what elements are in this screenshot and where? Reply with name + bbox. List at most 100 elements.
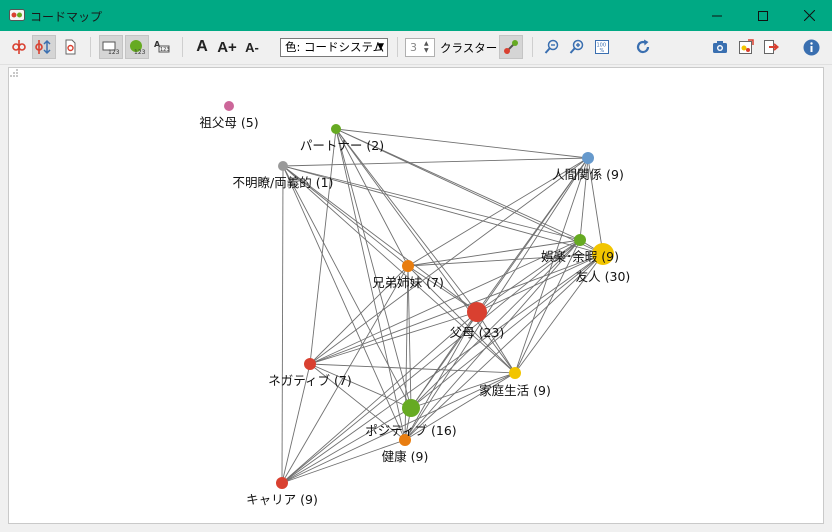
font-normal-button[interactable]: A [192,35,212,59]
edge-partner-friends[interactable] [335,128,604,255]
edge-homelife-positive[interactable] [410,372,516,409]
edge-negative-positive[interactable] [309,363,412,409]
node-label-career[interactable]: キャリア (9) [246,492,318,507]
node-parents[interactable] [467,302,487,322]
edge-health-career[interactable] [281,439,406,484]
edge-relations-homelife[interactable] [514,157,589,374]
zoom-out-button[interactable] [541,35,563,59]
edge-siblings-homelife[interactable] [407,265,516,374]
font-increase-button[interactable]: A+ [216,35,238,59]
edge-relations-friends[interactable] [587,157,604,255]
edge-unclear-health[interactable] [282,165,406,441]
edge-partner-health[interactable] [335,128,406,441]
node-label-positive[interactable]: ポジティブ (16) [365,423,456,438]
edge-parents-health[interactable] [404,311,478,441]
code-map-graph[interactable]: 祖父母 (5) パートナー (2) 不明瞭/両義的 (1) 人間関係 (9) 娯楽･余暇… [9,68,823,523]
screenshot-button[interactable] [709,35,731,59]
refresh-button[interactable] [632,35,654,59]
edge-siblings-career[interactable] [281,265,409,484]
cluster-count-stepper[interactable]: 3 ▲▼ [405,38,435,57]
edge-partner-homelife[interactable] [335,128,516,374]
label-numbers-button[interactable]: 123 [99,35,123,59]
edge-friends-career[interactable] [281,253,604,484]
edge-negative-homelife[interactable] [309,363,516,374]
node-size-button[interactable]: 123 [125,35,149,59]
edge-homelife-career[interactable] [281,372,516,484]
edge-unclear-relations[interactable] [282,157,589,167]
node-label-parents[interactable]: 父母 (23) [450,325,505,340]
minimize-button[interactable] [694,0,740,31]
edge-homelife-health[interactable] [404,372,516,441]
edge-partner-parents[interactable] [335,128,478,313]
node-unclear[interactable] [278,161,288,171]
edge-parents-homelife[interactable] [476,311,516,374]
edge-leisure-negative[interactable] [309,239,581,365]
node-career[interactable] [276,477,288,489]
resize-grip-icon[interactable] [9,68,19,78]
edge-positive-career[interactable] [281,407,412,484]
edge-parents-negative[interactable] [309,311,478,365]
edge-relations-siblings[interactable] [407,157,589,267]
edge-friends-homelife[interactable] [514,253,604,374]
edge-relations-positive[interactable] [410,157,589,409]
edge-siblings-parents[interactable] [407,265,478,313]
node-health[interactable] [399,434,411,446]
edge-friends-siblings[interactable] [407,253,604,267]
node-friends[interactable] [592,243,614,265]
edge-partner-relations[interactable] [335,128,589,159]
node-label-homelife[interactable]: 家庭生活 (9) [479,383,551,398]
edge-leisure-health[interactable] [404,239,581,441]
node-positive[interactable] [402,399,420,417]
edge-partner-leisure[interactable] [335,128,581,241]
edge-leisure-career[interactable] [281,239,581,484]
close-button[interactable] [786,0,832,31]
code-map-canvas[interactable]: 祖父母 (5) パートナー (2) 不明瞭/両義的 (1) 人間関係 (9) 娯楽･余暇… [8,67,824,524]
node-grandparents[interactable] [224,101,234,111]
spin-arrows-icon[interactable]: ▲▼ [424,40,429,54]
node-label-relations[interactable]: 人間関係 (9) [552,167,624,182]
export-image-button[interactable] [735,35,757,59]
edge-parents-positive[interactable] [410,311,478,409]
link-nodes-button[interactable] [8,35,30,59]
edge-partner-positive[interactable] [335,128,412,409]
color-select[interactable]: 色: コードシステム ▼ [280,38,388,57]
edge-unclear-siblings[interactable] [282,165,409,267]
edge-friends-positive[interactable] [410,253,604,409]
edge-leisure-parents[interactable] [476,239,581,313]
edge-unclear-parents[interactable] [282,165,478,313]
edge-relations-negative[interactable] [309,157,589,365]
edge-siblings-positive[interactable] [407,265,412,409]
node-label-siblings[interactable]: 兄弟姉妹 (7) [372,275,444,290]
font-decrease-button[interactable]: A- [241,35,263,59]
edge-partner-siblings[interactable] [335,128,409,267]
maximize-button[interactable] [740,0,786,31]
edge-unclear-career[interactable] [281,165,284,484]
node-label-grandparents[interactable]: 祖父母 (5) [199,115,258,130]
node-label-friends[interactable]: 友人 (30) [576,269,631,284]
node-label-partner[interactable]: パートナー (2) [300,138,384,153]
zoom-in-button[interactable] [566,35,588,59]
edge-partner-negative[interactable] [309,128,337,365]
node-negative[interactable] [304,358,316,370]
node-relations[interactable] [582,152,594,164]
edge-siblings-negative[interactable] [309,265,409,365]
edge-negative-health[interactable] [309,363,406,441]
edge-unclear-leisure[interactable] [282,165,581,241]
edge-friends-negative[interactable] [309,253,604,365]
code-relations-button[interactable] [59,35,81,59]
export-button[interactable] [760,35,782,59]
zoom-100-button[interactable]: 100 % [591,35,613,59]
node-siblings[interactable] [402,260,414,272]
edge-parents-career[interactable] [281,311,478,484]
node-label-unclear[interactable]: 不明瞭/両義的 (1) [233,175,334,190]
edge-negative-career[interactable] [281,363,311,484]
node-homelife[interactable] [509,367,521,379]
edge-relations-leisure[interactable] [579,157,589,241]
font-label-button[interactable]: A 123 [151,35,173,59]
sort-arrange-button[interactable] [32,35,56,59]
info-button[interactable] [800,35,822,59]
cluster-toggle-button[interactable] [499,35,523,59]
node-label-leisure[interactable]: 娯楽･余暇 (9) [541,249,619,264]
edge-unclear-homelife[interactable] [282,165,516,374]
edge-relations-health[interactable] [404,157,589,441]
